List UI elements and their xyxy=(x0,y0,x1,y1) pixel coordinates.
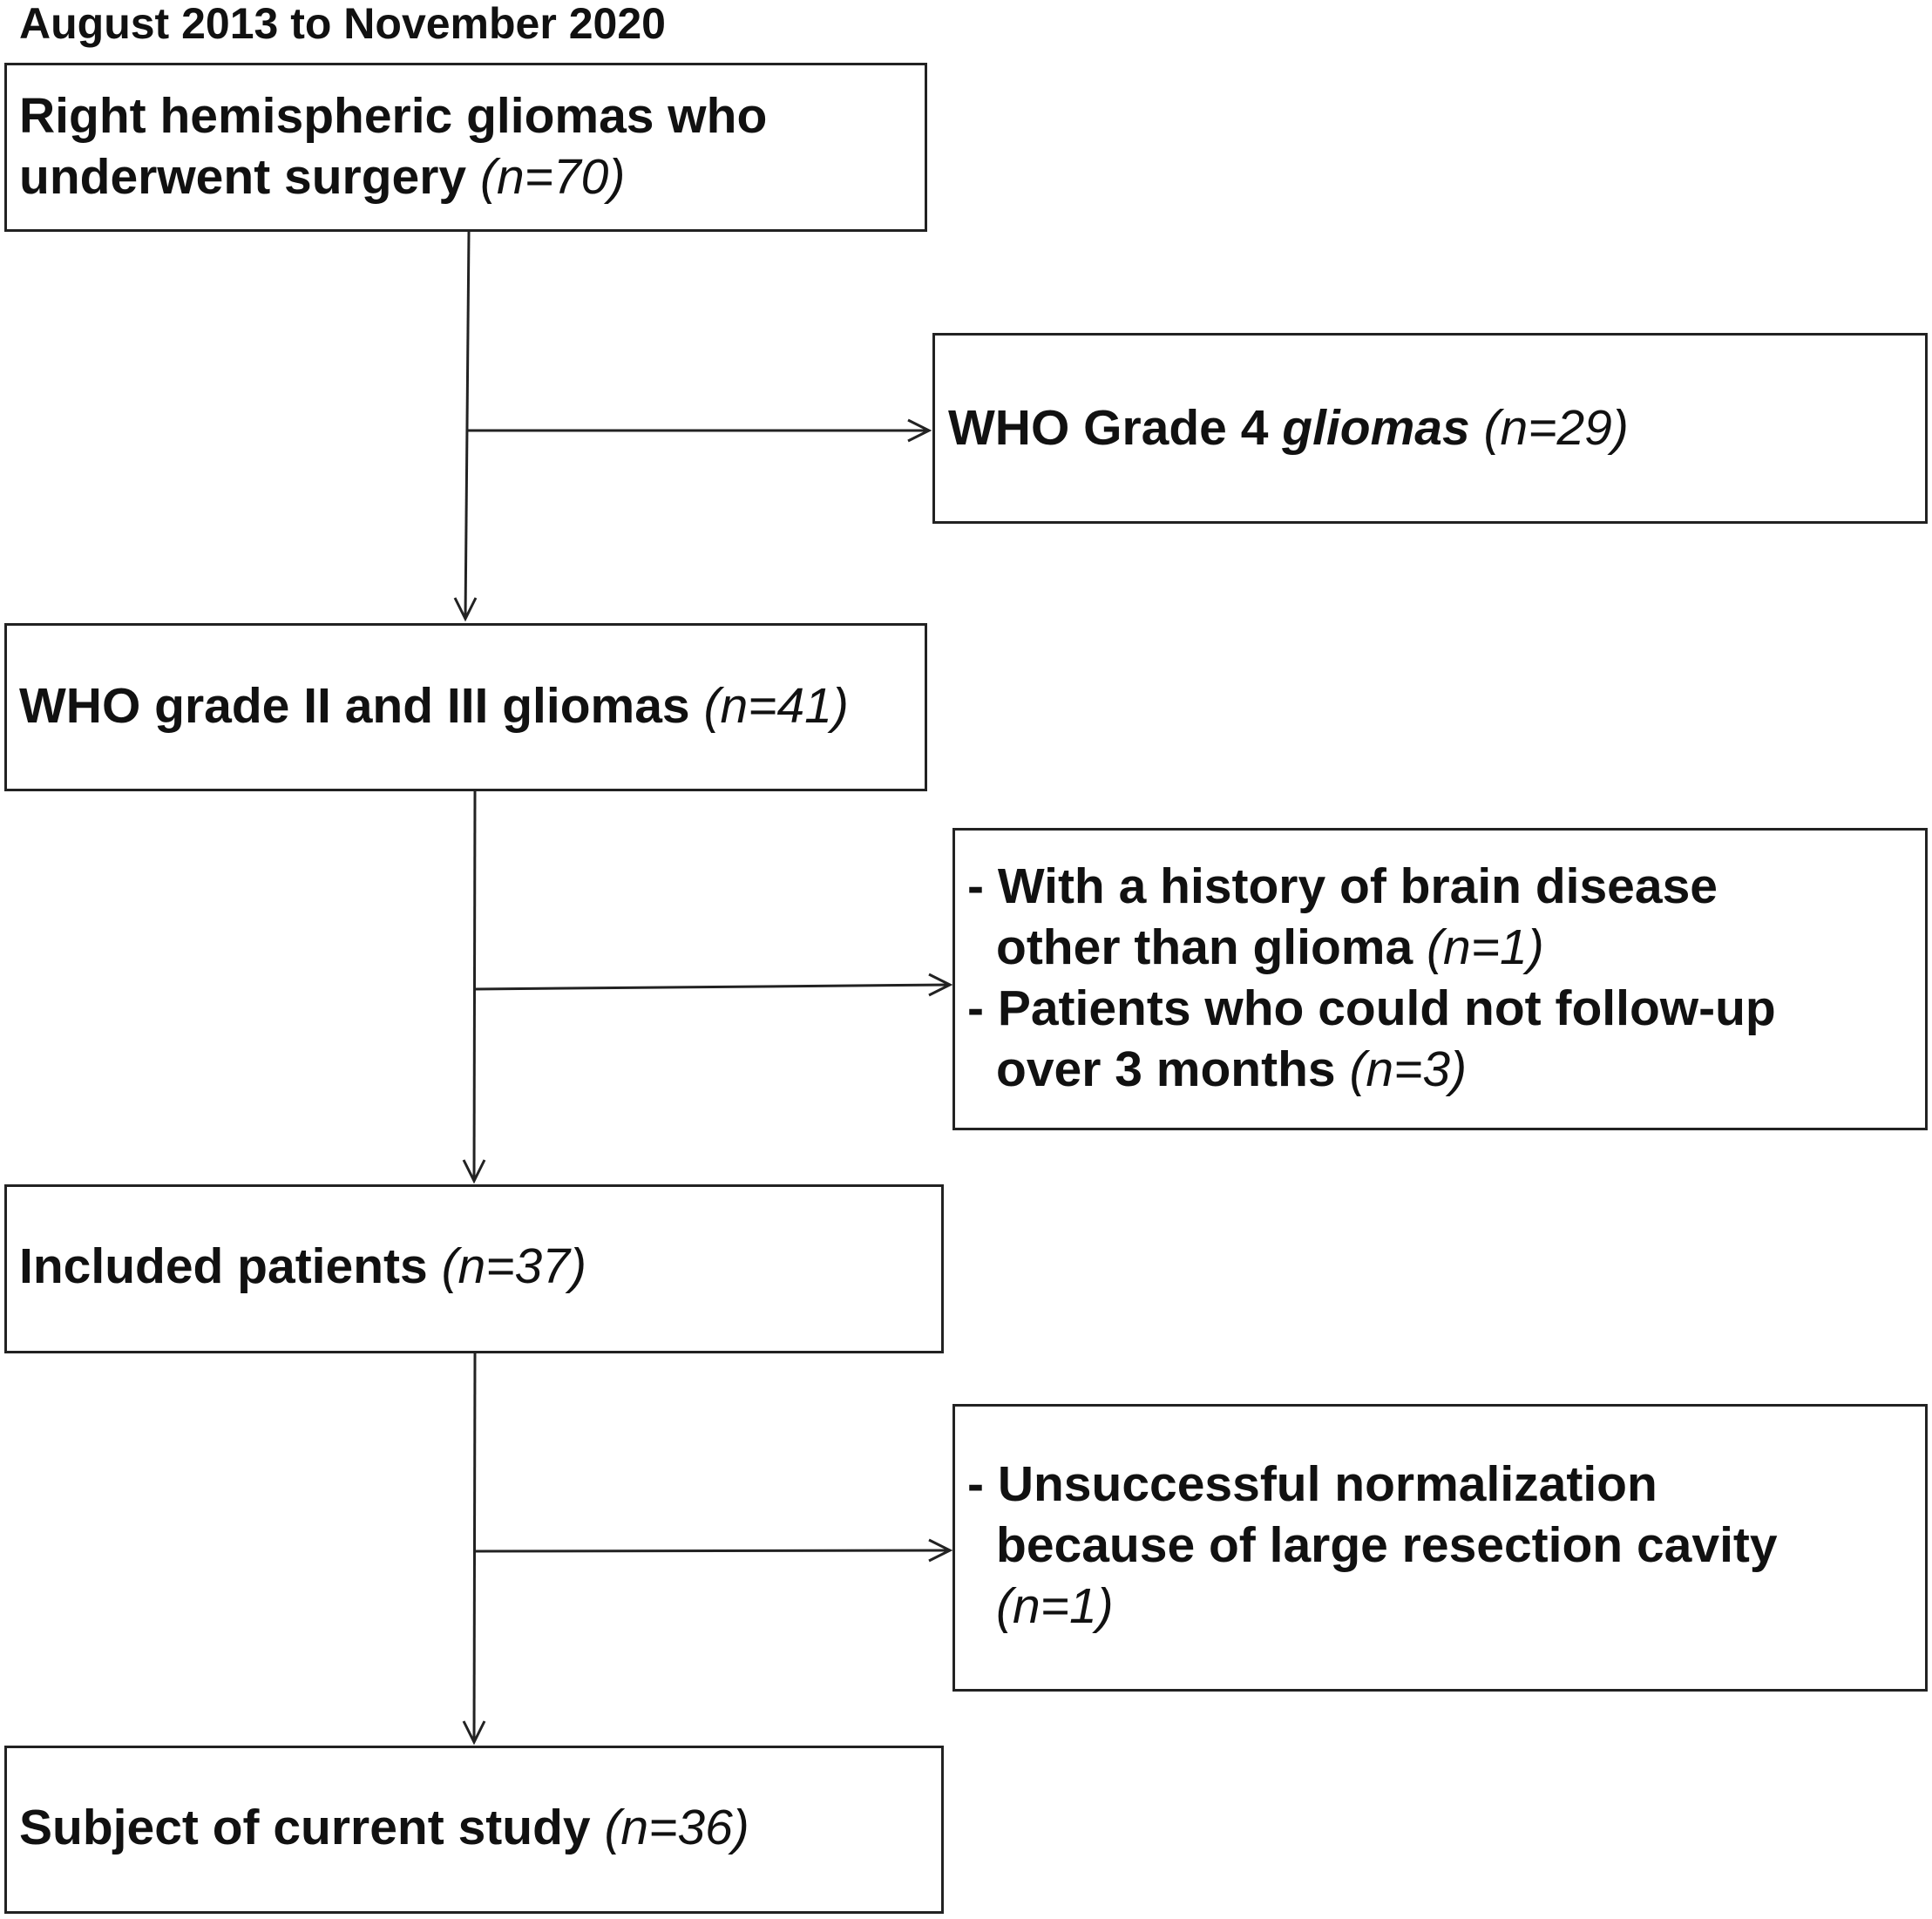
final-cohort-count: (n=36) xyxy=(604,1800,749,1855)
final-cohort-label: Subject of current study xyxy=(19,1800,591,1855)
excluded-followup-item2-line2: over 3 months (n=3) xyxy=(996,1039,1467,1100)
connector-included-to-final xyxy=(472,1352,477,1743)
connector-grade23-to-included xyxy=(472,790,477,1182)
excluded-followup-item1-line1: - With a history of brain disease xyxy=(967,858,1718,914)
excluded-grade4-text: WHO Grade 4 gliomas (n=29) xyxy=(948,397,1629,458)
excluded-grade4-label: WHO Grade 4 xyxy=(948,400,1269,456)
connector-branch-followup xyxy=(474,983,951,991)
excluded-grade4-count: (n=29) xyxy=(1483,400,1629,456)
included-patients-label: Included patients xyxy=(19,1238,428,1294)
connector-initial-to-grade23 xyxy=(464,231,471,620)
excluded-followup-item2-label: over 3 months xyxy=(996,1041,1336,1097)
initial-cohort-count: (n=70) xyxy=(479,149,626,205)
excluded-normalization-line1: - Unsuccessful normalization xyxy=(967,1456,1657,1512)
diagram-period-title: August 2013 to November 2020 xyxy=(19,0,666,48)
arrowhead-grade23 xyxy=(453,597,478,622)
excluded-grade4-gliomas: gliomas xyxy=(1282,400,1470,456)
initial-cohort-label: underwent surgery xyxy=(19,149,467,205)
grade23-label: WHO grade II and III gliomas xyxy=(19,678,690,734)
final-cohort-text: Subject of current study (n=36) xyxy=(19,1797,749,1858)
excluded-followup-item1-count: (n=1) xyxy=(1427,919,1544,975)
arrowhead-followup xyxy=(928,973,953,997)
included-patients-count: (n=37) xyxy=(441,1238,586,1294)
arrowhead-normalization xyxy=(928,1538,953,1563)
included-patients-text: Included patients (n=37) xyxy=(19,1236,586,1297)
excluded-normalization-count: (n=1) xyxy=(996,1578,1114,1634)
box-grade23 xyxy=(4,623,927,791)
arrowhead-grade4 xyxy=(907,418,932,443)
connector-branch-normalization xyxy=(474,1549,951,1553)
box-initial-cohort xyxy=(4,63,927,232)
excluded-followup-item1-line2: other than glioma (n=1) xyxy=(996,917,1544,978)
box-included-patients xyxy=(4,1184,944,1353)
excluded-followup-item1-label: other than glioma xyxy=(996,919,1413,975)
initial-cohort-line1: Right hemispheric gliomas who xyxy=(19,88,768,144)
excluded-followup-item2-line1: - Patients who could not follow-up xyxy=(967,980,1776,1036)
box-excluded-grade4 xyxy=(932,333,1928,524)
grade23-text: WHO grade II and III gliomas (n=41) xyxy=(19,675,849,736)
arrowhead-included xyxy=(462,1159,486,1184)
arrowhead-final xyxy=(462,1720,486,1746)
box-excluded-normalization xyxy=(952,1404,1928,1692)
grade23-count: (n=41) xyxy=(703,678,849,734)
initial-cohort-line2: underwent surgery (n=70) xyxy=(19,146,625,207)
box-excluded-followup xyxy=(952,828,1928,1130)
box-final-cohort xyxy=(4,1746,944,1914)
excluded-normalization-line2: because of large resection cavity xyxy=(996,1517,1778,1573)
excluded-followup-item2-count: (n=3) xyxy=(1349,1041,1468,1097)
